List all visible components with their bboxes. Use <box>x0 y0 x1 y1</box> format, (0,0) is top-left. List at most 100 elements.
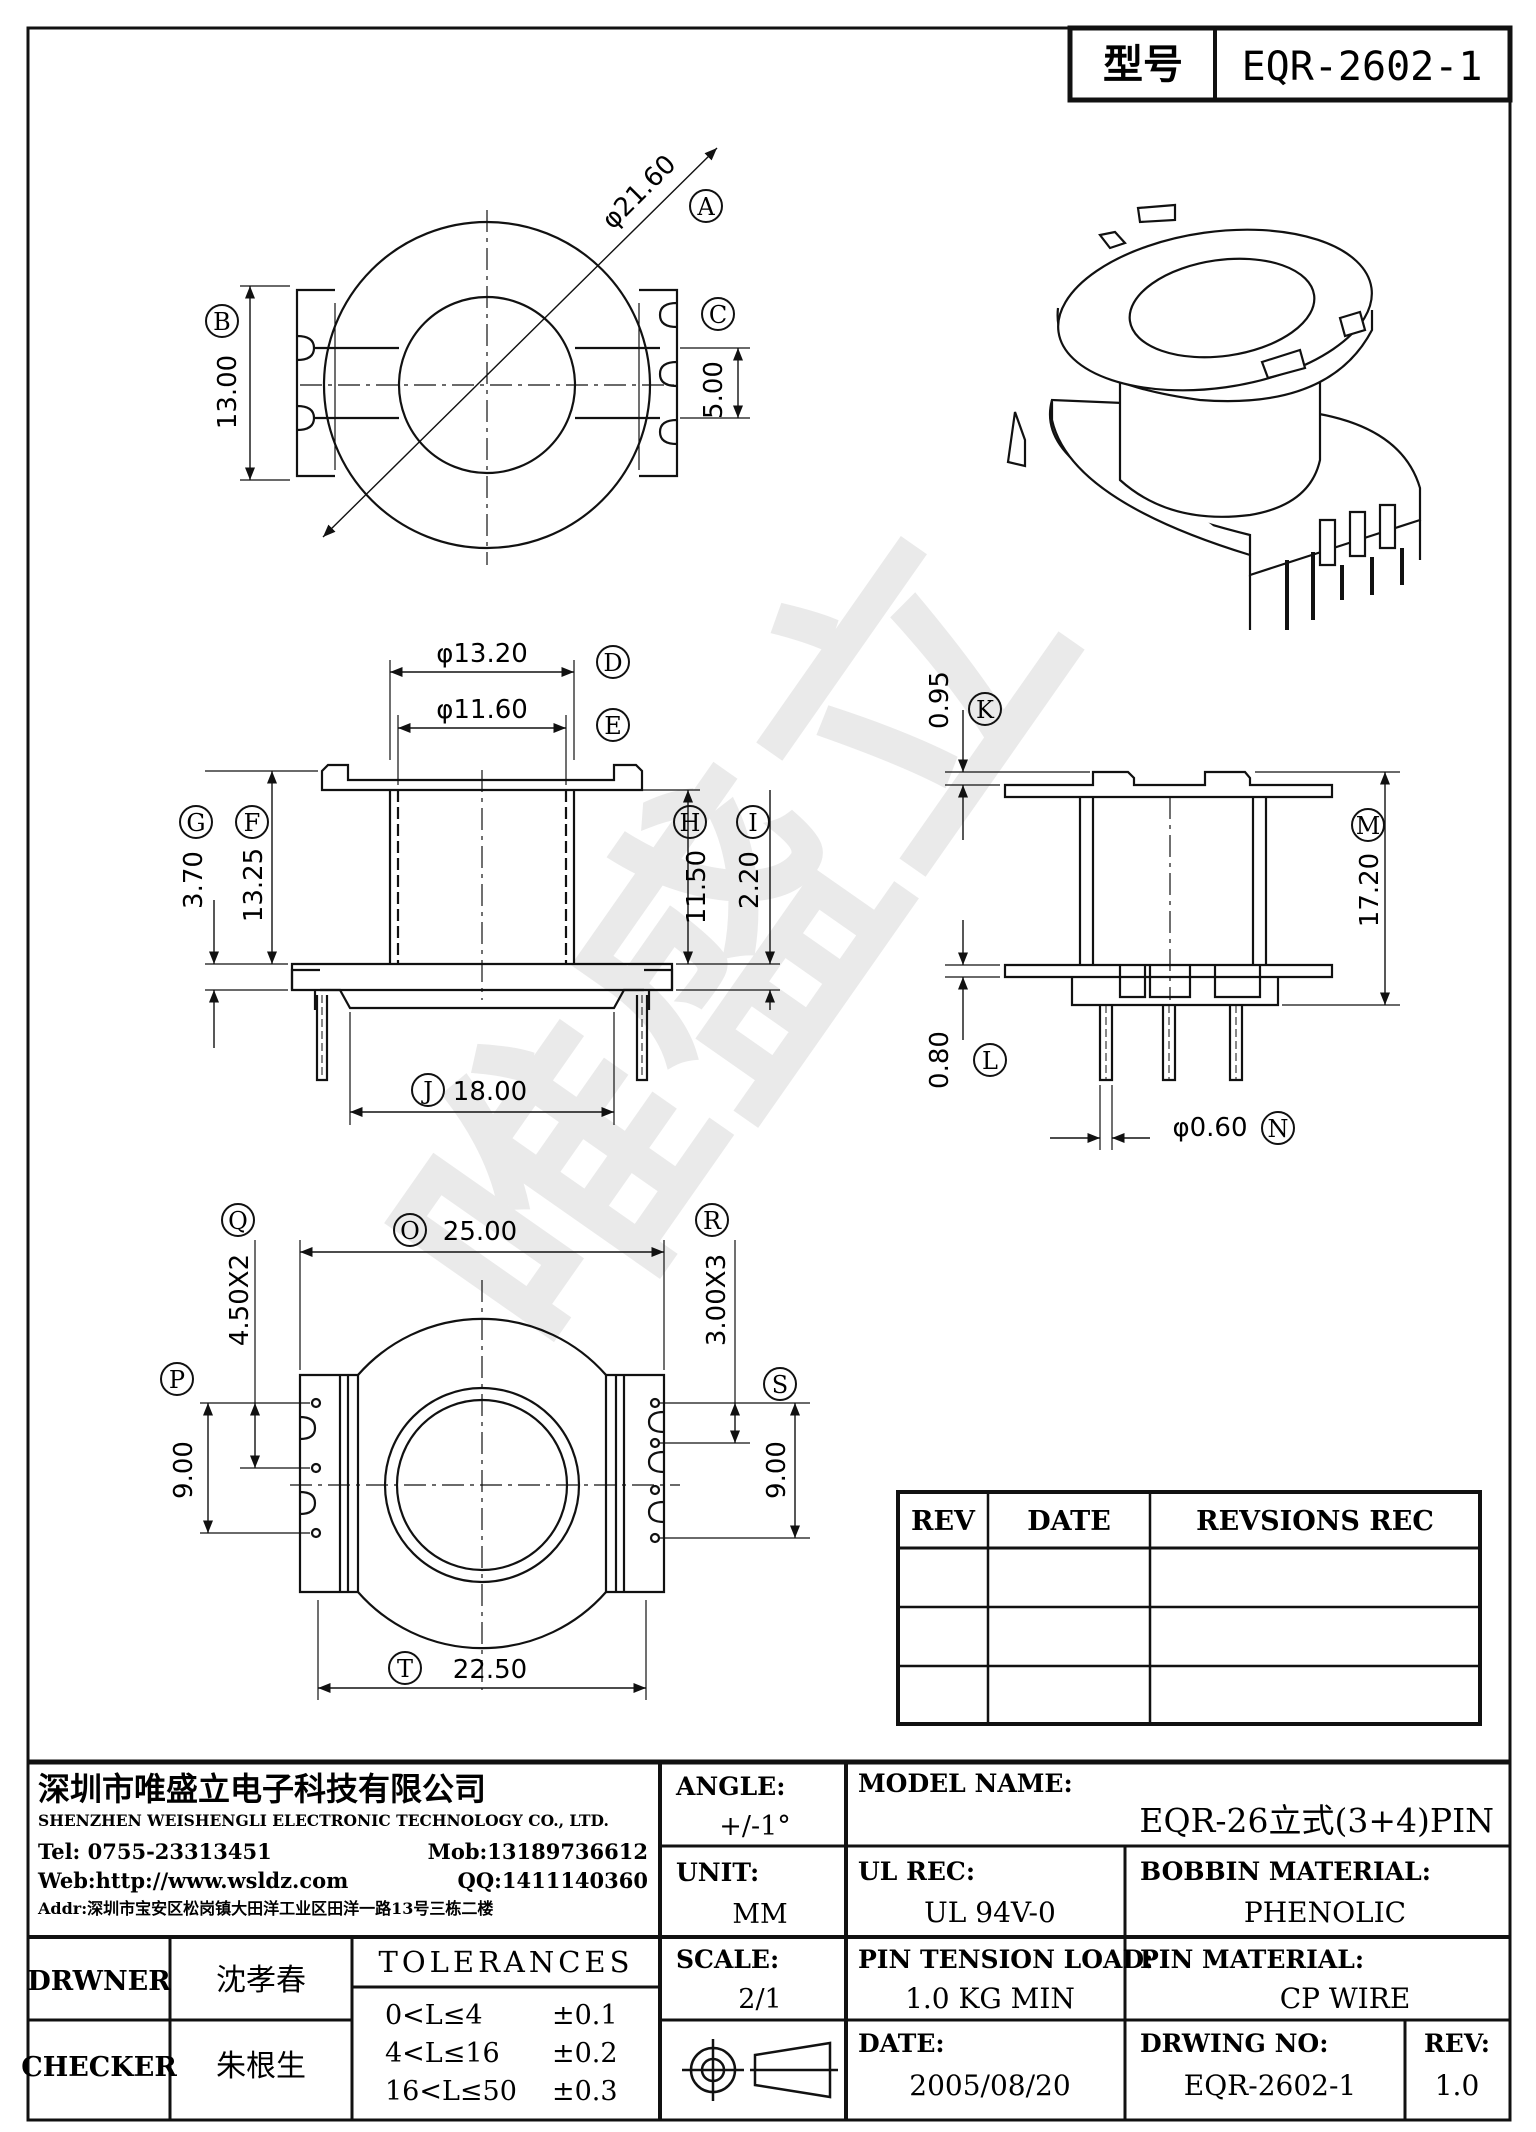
tol-row-2-range: 4<L≤16 <box>385 2038 500 2069</box>
company-web: Web:http://www.wsldz.com <box>37 1868 348 1893</box>
scale-label: SCALE: <box>676 1945 779 1974</box>
tol-row-3-value: ±0.3 <box>552 2076 618 2107</box>
side-view <box>945 710 1400 1150</box>
drawing-no-label: DRWING NO: <box>1140 2029 1328 2058</box>
company-tel: Tel: 0755-23313451 <box>38 1839 272 1864</box>
model-value: EQR-26立式(3+4)PIN <box>1139 1801 1494 1840</box>
drawer-value: 沈孝春 <box>216 1963 306 1998</box>
dim-C-value: 5.00 <box>699 361 729 419</box>
dim-K-value: 0.95 <box>925 671 955 729</box>
rev-header-rec: REVSIONS REC <box>1196 1506 1434 1537</box>
dim-N-letter: N <box>1268 1115 1289 1143</box>
dim-F-letter: F <box>244 809 261 837</box>
dim-G-value: 3.70 <box>179 851 209 909</box>
bobbin-label: BOBBIN MATERIAL: <box>1140 1857 1431 1886</box>
date-label: DATE: <box>858 2029 945 2058</box>
checker-label: CHECKER <box>21 2052 177 2083</box>
pin-material-value: CP WIRE <box>1280 1982 1411 2015</box>
dim-C-letter: C <box>709 301 727 329</box>
tension-label: PIN TENSION LOAD: <box>858 1945 1153 1974</box>
dim-D-letter: D <box>603 649 622 677</box>
isometric-view <box>1006 203 1422 630</box>
dim-I-value: 2.20 <box>735 851 765 909</box>
ul-value: UL 94V-0 <box>924 1896 1056 1929</box>
company-name-en: SHENZHEN WEISHENGLI ELECTRONIC TECHNOLOG… <box>38 1811 609 1830</box>
dim-B-value: 13.00 <box>213 355 243 429</box>
dim-S-value: 9.00 <box>762 1441 792 1499</box>
dim-B-letter: B <box>213 308 231 336</box>
drawer-label: DRWNER <box>27 1966 171 1997</box>
dim-F-value: 13.25 <box>239 848 269 922</box>
company-mob: Mob:13189736612 <box>428 1839 648 1864</box>
dim-A-letter: A <box>696 193 715 221</box>
model-label: MODEL NAME: <box>858 1769 1073 1798</box>
unit-label: UNIT: <box>676 1858 759 1887</box>
pin-material-label: PIN MATERIAL: <box>1140 1945 1364 1974</box>
unit-value: MM <box>732 1899 787 1930</box>
rev-value: 1.0 <box>1435 2069 1480 2102</box>
dim-D-value: φ13.20 <box>436 639 528 669</box>
tol-row-2-value: ±0.2 <box>552 2038 618 2069</box>
tol-row-1-value: ±0.1 <box>552 2000 618 2031</box>
dim-M-letter: M <box>1356 812 1381 840</box>
company-addr: Addr:深圳市宝安区松岗镇大田洋工业区田洋一路13号三栋二楼 <box>37 1899 493 1918</box>
bottom-view-labels: Q 4.50X2 O 25.00 R 3.00X3 P 9.00 S 9.00 … <box>160 1203 797 1685</box>
front-view-labels: φ13.20 D φ11.60 E G 3.70 F 13.25 H 11.50… <box>179 639 770 1107</box>
rev-label: REV: <box>1424 2029 1490 2058</box>
tol-row-1-range: 0<L≤4 <box>385 2000 483 2031</box>
angle-label: ANGLE: <box>675 1772 785 1801</box>
bobbin-value: PHENOLIC <box>1244 1896 1406 1929</box>
tension-value: 1.0 KG MIN <box>905 1982 1075 2015</box>
dim-S-letter: S <box>772 1371 788 1399</box>
checker-value: 朱根生 <box>216 2049 306 2084</box>
dim-P-letter: P <box>169 1366 185 1394</box>
ul-label: UL REC: <box>858 1857 975 1886</box>
angle-value: +/-1° <box>719 1811 791 1842</box>
dim-P-value: 9.00 <box>169 1441 199 1499</box>
top-view <box>240 147 750 565</box>
sheet-border <box>26 26 1512 2122</box>
type-label: 型号 <box>1103 42 1183 88</box>
dim-L-value: 0.80 <box>925 1031 955 1089</box>
title-block: 深圳市唯盛立电子科技有限公司 SHENZHEN WEISHENGLI ELECT… <box>21 1759 1510 2120</box>
rev-header-date: DATE <box>1027 1506 1111 1537</box>
dim-G-letter: G <box>186 809 205 837</box>
dim-T-letter: T <box>397 1655 413 1683</box>
dim-I-letter: I <box>748 809 757 837</box>
dim-E-letter: E <box>604 712 622 740</box>
dim-H-letter: H <box>680 809 701 837</box>
tol-row-3-range: 16<L≤50 <box>385 2076 517 2107</box>
scale-value: 2/1 <box>738 1984 781 2015</box>
dim-L-letter: L <box>982 1047 998 1075</box>
drawing-no-value: EQR-2602-1 <box>1184 2069 1356 2102</box>
dim-J-letter: J <box>420 1077 433 1105</box>
date-value: 2005/08/20 <box>909 2069 1070 2102</box>
dim-Q-letter: Q <box>228 1207 248 1235</box>
company-qq: QQ:1411140360 <box>458 1868 648 1893</box>
dim-K-letter: K <box>976 696 995 724</box>
side-view-labels: 0.95 K 0.80 L M 17.20 φ0.60 N <box>925 671 1385 1145</box>
dim-N-value: φ0.60 <box>1172 1113 1247 1143</box>
dim-J-value: 18.00 <box>453 1077 527 1107</box>
projection-symbol <box>682 2039 838 2101</box>
dim-A-value: φ21.60 <box>596 149 682 235</box>
company-name-cn: 深圳市唯盛立电子科技有限公司 <box>38 1770 486 1808</box>
dim-Q-value: 4.50X2 <box>225 1254 255 1346</box>
type-value: EQR-2602-1 <box>1242 44 1483 90</box>
dim-O-value: 25.00 <box>443 1217 517 1247</box>
top-title-block: 型号 EQR-2602-1 <box>1067 25 1513 103</box>
revision-table: REV DATE REVSIONS REC <box>896 1490 1482 1726</box>
front-view <box>205 660 780 1125</box>
dim-M-value: 17.20 <box>1355 853 1385 927</box>
tolerances-title: TOLERANCES <box>379 1945 634 1979</box>
dim-R-letter: R <box>703 1207 722 1235</box>
dim-T-value: 22.50 <box>453 1655 527 1685</box>
bottom-view <box>200 1240 810 1700</box>
dim-O-letter: O <box>400 1217 420 1245</box>
rev-header-rev: REV <box>911 1506 976 1537</box>
dim-R-value: 3.00X3 <box>702 1254 732 1346</box>
dim-H-value: 11.50 <box>682 850 712 924</box>
dim-E-value: φ11.60 <box>436 695 528 725</box>
